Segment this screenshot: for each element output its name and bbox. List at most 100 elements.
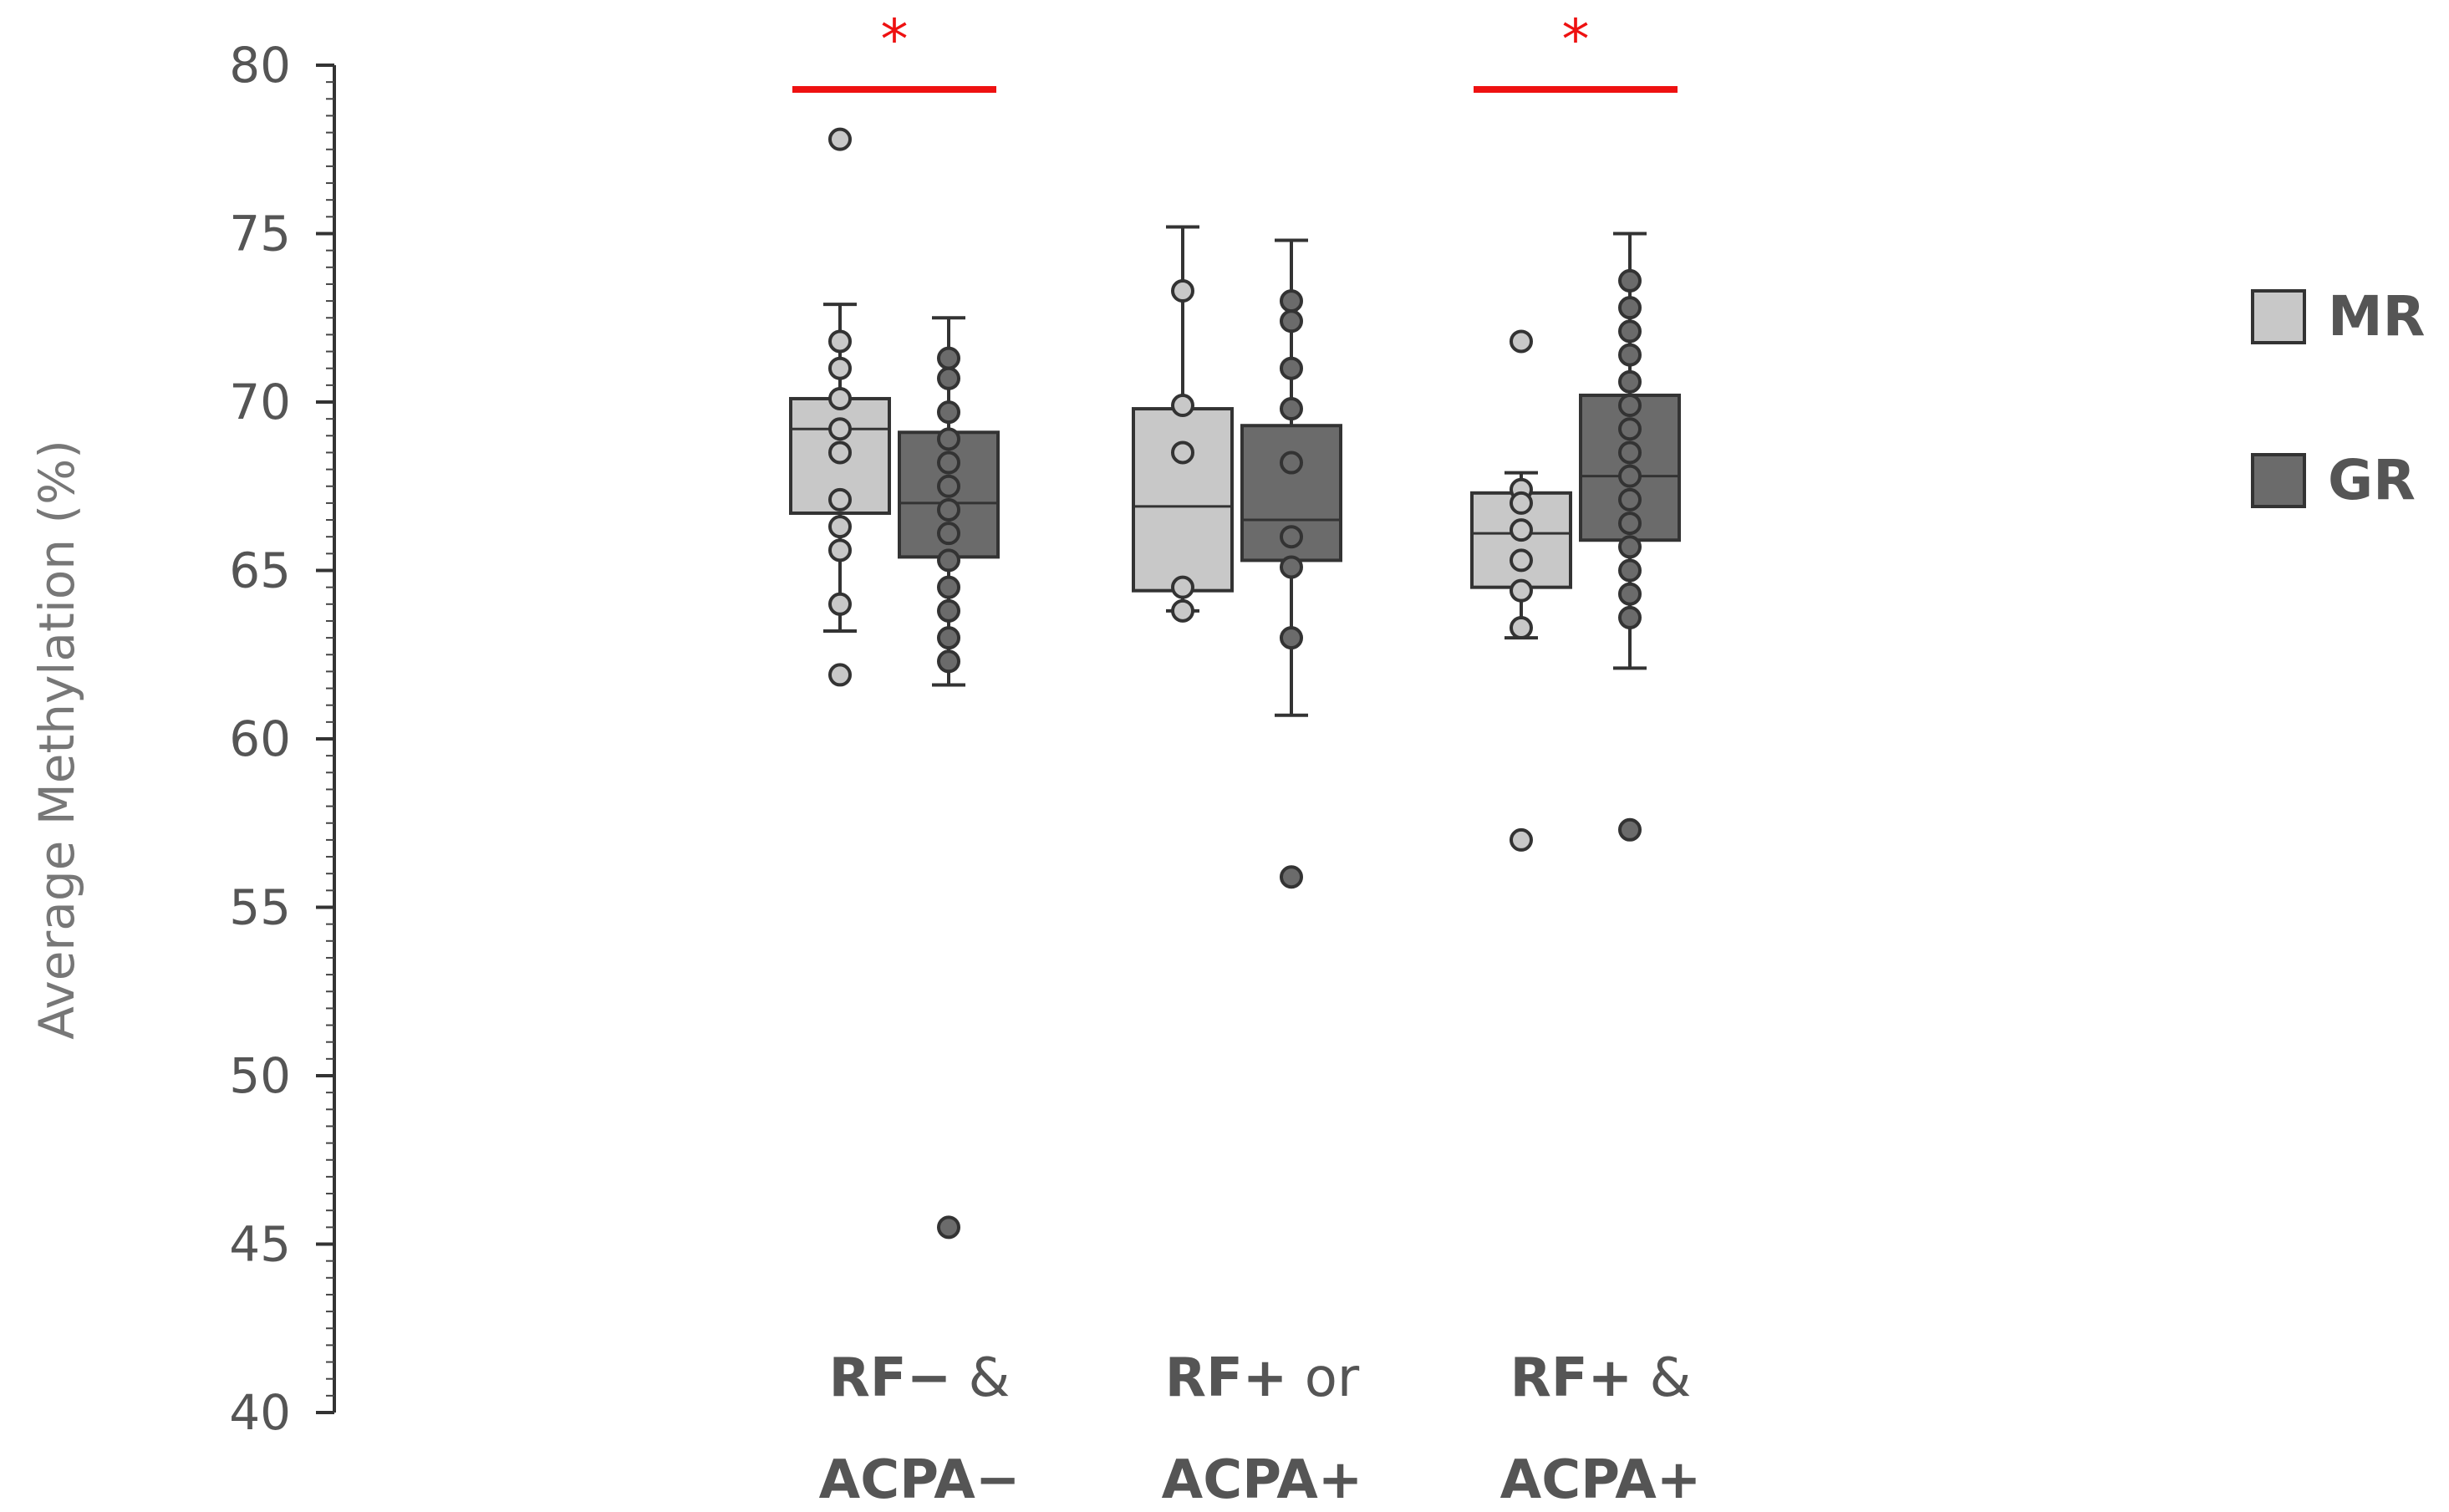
category-label: ACPA+ [1500,1449,1702,1511]
data-point-mr [1510,548,1533,573]
data-point-gr [937,1215,960,1240]
data-point-mr [1510,827,1533,852]
y-tick-label: 60 [229,710,291,767]
category-label: RF− & [829,1347,1011,1409]
box-plots [789,225,1681,717]
data-point-mr [1510,329,1533,354]
category-label-bold-part: RF− [829,1347,952,1409]
data-point-mr [1171,279,1194,303]
significance-markers: ** [792,8,1678,93]
legend-label: MR [2328,284,2426,349]
data-point-gr [1618,535,1642,559]
y-tick-label: 45 [229,1216,291,1273]
y-axis-title: Average Methylation (%) [28,440,85,1040]
data-point-gr [1618,369,1642,394]
data-point-mr [828,356,852,380]
box-plot-mr [1132,225,1234,613]
data-point-gr [1280,555,1303,579]
category-label-bold-part: RF+ [1510,1347,1633,1409]
data-point-gr [937,626,960,650]
legend: MR GR [2251,284,2426,512]
data-point-mr [828,329,852,354]
data-point-mr [828,538,852,563]
category-label-bold-part: ACPA− [819,1449,1021,1511]
data-point-gr [1280,356,1303,380]
data-point-mr [828,440,852,465]
data-point-gr [1618,394,1642,418]
category-label: ACPA− [819,1449,1021,1511]
category-label: ACPA+ [1162,1449,1363,1511]
data-point-gr [1618,440,1642,465]
data-point-mr [1171,575,1194,599]
data-point-gr [937,427,960,451]
data-point-gr [1618,268,1642,293]
category-label-normal-part: & [1632,1347,1691,1409]
category-label-normal-part: or [1287,1347,1360,1409]
data-point-gr [1280,397,1303,421]
data-point-gr [937,522,960,546]
data-point-mr [1510,518,1533,542]
data-point-gr [937,598,960,623]
data-points [828,127,1642,1240]
data-point-gr [1618,319,1642,344]
data-point-gr [1280,451,1303,475]
iqr-box [1132,407,1234,593]
data-point-gr [937,649,960,674]
y-tick-label: 40 [229,1384,291,1441]
data-point-mr [1171,598,1194,623]
data-point-gr [1618,605,1642,629]
category-label: RF+ or [1165,1347,1360,1409]
data-point-mr [828,515,852,539]
data-point-mr [1510,616,1533,640]
category-label-bold-part: ACPA+ [1162,1449,1363,1511]
data-point-gr [1618,343,1642,367]
data-point-gr [1618,582,1642,606]
data-point-gr [937,575,960,599]
data-point-mr [1171,394,1194,418]
data-point-gr [1618,464,1642,488]
data-point-gr [1618,417,1642,441]
data-point-mr [828,592,852,616]
data-point-gr [1618,512,1642,536]
data-point-gr [937,346,960,370]
category-label: RF+ & [1510,1347,1692,1409]
data-point-gr [937,451,960,475]
data-point-gr [1280,626,1303,650]
data-point-mr [828,663,852,687]
category-label-normal-part: & [951,1347,1010,1409]
data-point-gr [1618,296,1642,320]
data-point-mr [1510,491,1533,515]
data-point-mr [1510,578,1533,603]
y-tick-label: 50 [229,1047,291,1104]
legend-label: GR [2328,448,2416,512]
data-point-mr [828,417,852,441]
data-point-gr [937,474,960,498]
data-point-gr [937,366,960,390]
significance-star: * [1562,8,1590,72]
data-point-mr [828,127,852,151]
category-label-bold-part: RF+ [1165,1347,1288,1409]
y-tick-label: 80 [229,37,291,94]
significance-star: * [881,8,909,72]
data-point-mr [1171,440,1194,465]
legend-swatch [2251,453,2306,508]
data-point-gr [1280,865,1303,889]
data-point-mr [828,386,852,410]
data-point-gr [1618,817,1642,842]
data-point-gr [937,400,960,425]
legend-item-gr: GR [2251,448,2416,512]
box-plot-gr [1240,238,1342,717]
data-point-gr [1618,487,1642,512]
data-point-mr [828,487,852,512]
data-point-gr [937,548,960,573]
data-point-gr [1618,558,1642,583]
y-tick-label: 70 [229,374,291,430]
y-tick-label: 55 [229,879,291,936]
y-tick-label: 65 [229,542,291,599]
box-plot-mr [789,303,891,634]
data-point-gr [1280,309,1303,333]
legend-swatch [2251,289,2306,344]
